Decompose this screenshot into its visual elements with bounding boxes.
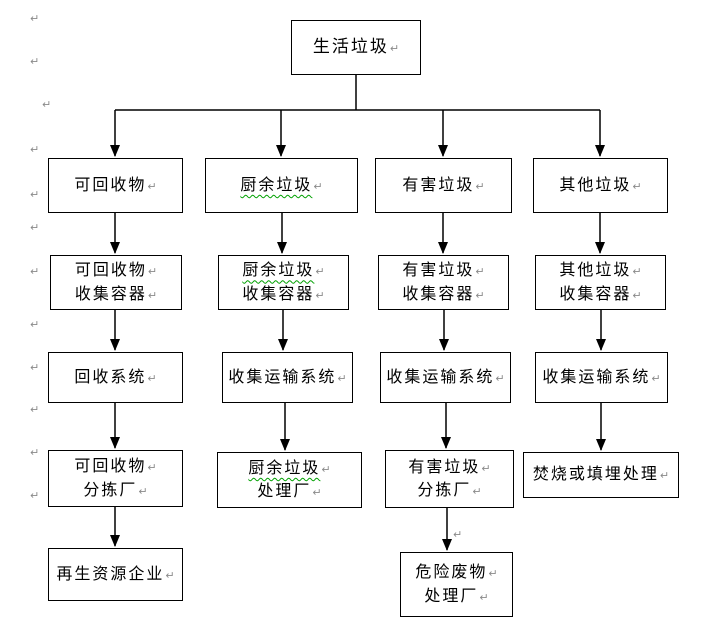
return-mark: ↵ [321,462,331,476]
return-mark: ↵ [475,179,485,193]
node-label: 收集容器 [74,285,147,303]
node-branch-other[interactable]: 其他垃圾↵ [533,158,668,213]
node-system-hazardous-transport[interactable]: 收集运输系统↵ [380,352,511,403]
return-mark: ↵ [632,265,642,279]
node-container-hazardous[interactable]: 有害垃圾↵ 收集容器↵ [378,255,509,310]
node-label: 收集容器 [402,285,475,303]
node-branch-hazardous[interactable]: 有害垃圾↵ [375,158,512,213]
return-mark: ↵ [313,179,323,193]
paragraph-mark: ↵ [30,489,40,502]
return-mark: ↵ [147,265,158,279]
node-label: 有害垃圾 [408,458,481,476]
return-mark: ↵ [472,485,482,498]
return-mark: ↵ [147,371,157,385]
node-container-kitchen[interactable]: 厨余垃圾↵ 收集容器↵ [218,255,349,310]
paragraph-mark: ↵ [30,55,40,68]
node-root[interactable]: 生活垃圾↵ [291,20,421,75]
node-label: 回收系统 [74,368,147,386]
node-branch-kitchen[interactable]: 厨余垃圾↵ [205,158,358,213]
paragraph-mark: ↵ [30,446,40,459]
node-enterprise-renewable[interactable]: 再生资源企业↵ [48,548,183,601]
return-mark: ↵ [651,371,661,385]
node-label: 收集容器 [559,285,632,303]
return-mark: ↵ [488,567,498,581]
return-mark: ↵ [495,371,505,385]
paragraph-mark: ↵ [30,221,40,234]
node-plant-kitchen-treatment[interactable]: 厨余垃圾↵ 处理厂↵ [217,452,362,508]
return-mark: ↵ [165,568,175,582]
node-label: 分拣厂 [417,482,472,499]
node-plant-hazardous-waste[interactable]: 危险废物↵ 处理厂↵ [400,552,513,617]
return-mark: ↵ [315,265,325,279]
return-mark: ↵ [138,484,148,498]
node-plant-recyclable-sorting[interactable]: 可回收物↵ 分拣厂↵ [48,450,183,507]
paragraph-mark: ↵ [30,361,40,374]
paragraph-mark: ↵ [30,188,40,201]
node-label: 可回收物 [74,262,147,280]
paragraph-mark: ↵ [453,528,463,541]
node-system-recycling[interactable]: 回收系统↵ [48,352,183,403]
node-label: 有害垃圾 [402,262,475,280]
node-label: 生活垃圾 [312,37,389,57]
return-mark: ↵ [315,288,325,302]
return-mark: ↵ [632,179,642,193]
node-label: 收集容器 [242,285,315,303]
node-label: 可回收物 [74,458,147,476]
return-mark: ↵ [481,461,491,475]
return-mark: ↵ [337,371,347,385]
node-label: 危险废物 [415,564,488,582]
return-mark: ↵ [312,486,322,499]
node-label: 收集运输系统 [542,368,651,386]
node-label: 厨余垃圾 [248,459,321,477]
node-label: 处理厂 [424,587,479,605]
return-mark: ↵ [389,42,400,56]
return-mark: ↵ [632,288,642,302]
paragraph-mark: ↵ [30,12,40,25]
node-label: 处理厂 [257,483,312,500]
node-label: 厨余垃圾 [242,262,315,280]
paragraph-mark: ↵ [42,98,52,111]
node-treatment-other[interactable]: 焚烧或填埋处理↵ [523,452,679,498]
node-label: 有害垃圾 [402,176,475,194]
paragraph-mark: ↵ [30,265,40,278]
node-label: 其他垃圾 [559,176,632,194]
node-label: 收集运输系统 [386,368,495,386]
paragraph-mark: ↵ [30,318,40,331]
return-mark: ↵ [147,461,157,475]
node-label: 厨余垃圾 [240,176,313,194]
return-mark: ↵ [147,179,157,193]
paragraph-mark: ↵ [30,403,40,416]
node-label: 收集运输系统 [228,368,337,386]
node-branch-recyclable[interactable]: 可回收物↵ [48,158,183,213]
node-system-other-transport[interactable]: 收集运输系统↵ [535,352,668,403]
return-mark: ↵ [475,288,485,302]
node-container-recyclable[interactable]: 可回收物↵ 收集容器↵ [50,255,182,310]
node-label: 再生资源企业 [56,565,165,583]
node-label: 可回收物 [74,176,147,194]
node-system-kitchen-transport[interactable]: 收集运输系统↵ [222,352,353,403]
node-label: 焚烧或填埋处理 [532,466,659,484]
paragraph-mark: ↵ [30,143,40,156]
return-mark: ↵ [659,469,670,483]
node-label: 其他垃圾 [559,262,632,280]
node-container-other[interactable]: 其他垃圾↵ 收集容器↵ [535,255,666,310]
return-mark: ↵ [147,288,158,302]
node-plant-hazardous-sorting[interactable]: 有害垃圾↵ 分拣厂↵ [385,450,514,508]
return-mark: ↵ [475,265,485,279]
return-mark: ↵ [479,590,489,604]
node-label: 分拣厂 [83,481,138,499]
